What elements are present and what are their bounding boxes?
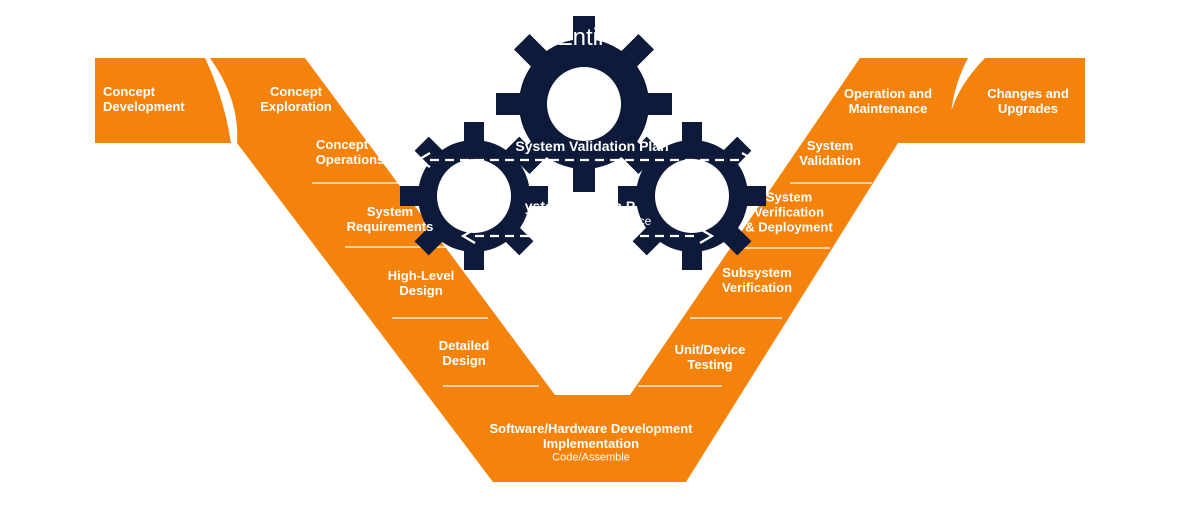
validation-plan-label: System Validation Plan	[515, 138, 669, 154]
changes-and-upgrades-label: Changes and Upgrades	[987, 86, 1069, 116]
concept-development-label: Concept Development	[103, 84, 185, 114]
gear-icon	[496, 16, 672, 192]
concept-exploration-label: Concept Exploration	[260, 84, 332, 114]
system-verification-deployment-label: System Verification & Deployment	[745, 189, 833, 235]
gear-icon	[400, 122, 548, 270]
right-arm-dividers	[638, 182, 872, 387]
implementation-label: Software/Hardware Development Implementa…	[489, 421, 693, 451]
subsystem-verification-label: Subsystem Verification	[721, 265, 793, 295]
double-arrow-icon	[415, 152, 757, 168]
title-fragment: e Entire	[536, 24, 620, 51]
v-shape	[210, 58, 968, 482]
implementation-sublabel: Code/Assemble	[552, 451, 630, 464]
high-level-design-label: High-Level Design	[387, 268, 455, 298]
lower-plan-fragment: an	[681, 266, 699, 282]
unit-device-testing-label: Unit/Device Testing	[674, 342, 746, 372]
changes-and-upgrades-block	[947, 58, 1085, 143]
double-arrow-icon	[460, 228, 715, 244]
system-requirements-label: System Requirements	[346, 204, 434, 234]
verification-plan-sub: ce	[638, 214, 652, 228]
gear-icon	[618, 122, 766, 270]
verification-plan-label: ystem ation P	[524, 198, 636, 214]
concept-of-operations-label: Concept of Operations	[315, 137, 385, 167]
detailed-design-label: Detailed Design	[438, 338, 490, 368]
operation-and-maintenance-label: Operation and Maintenance	[843, 86, 933, 116]
system-validation-label: System Validation	[799, 138, 861, 168]
concept-development-block	[95, 58, 231, 143]
